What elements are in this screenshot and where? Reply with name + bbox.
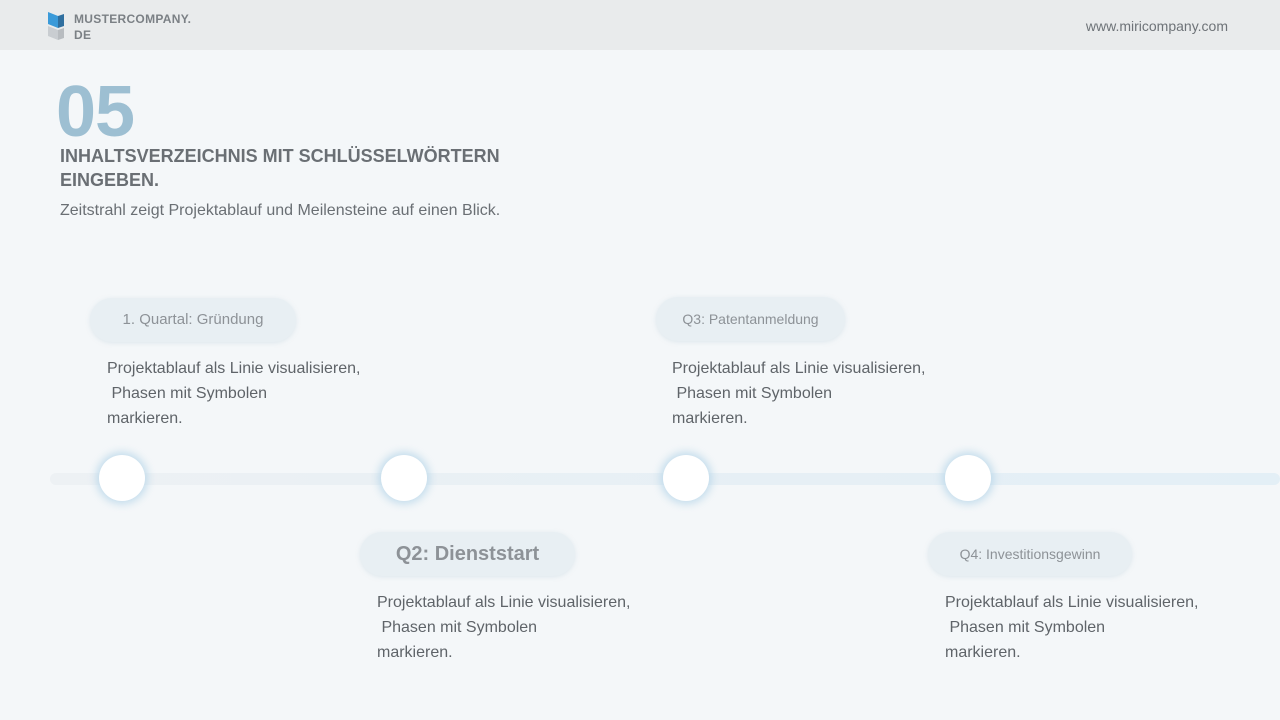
milestone-label-q1: 1. Quartal: Gründung: [90, 298, 296, 342]
milestone-description-q1: Projektablauf als Linie visualisieren, P…: [107, 360, 361, 427]
section-number: 05: [56, 72, 135, 152]
company-logo-icon: [48, 12, 64, 40]
milestone-label-q3: Q3: Patentanmeldung: [656, 297, 845, 341]
company-logo-text: MUSTERCOMPANY.DE: [74, 12, 192, 42]
timeline-node-q3: [663, 455, 709, 501]
website-url[interactable]: www.miricompany.com: [1085, 18, 1228, 34]
milestone-description-q2: Projektablauf als Linie visualisieren, P…: [377, 594, 631, 661]
timeline-node-q4: [945, 455, 991, 501]
milestone-label-q4: Q4: Investitionsgewinn: [928, 532, 1132, 576]
page-title: INHALTSVERZEICHNIS MIT SCHLÜSSELWÖRTERN …: [60, 146, 500, 190]
header-bar: MUSTERCOMPANY.DE www.miricompany.com: [0, 0, 1280, 50]
milestone-description-q4: Projektablauf als Linie visualisieren, P…: [945, 594, 1199, 661]
milestone-label-q2: Q2: Dienststart: [360, 532, 575, 576]
milestone-description-q3: Projektablauf als Linie visualisieren, P…: [672, 360, 926, 427]
page-subtitle: Zeitstrahl zeigt Projektablauf und Meile…: [60, 202, 501, 219]
timeline-node-q1: [99, 455, 145, 501]
timeline-node-q2: [381, 455, 427, 501]
